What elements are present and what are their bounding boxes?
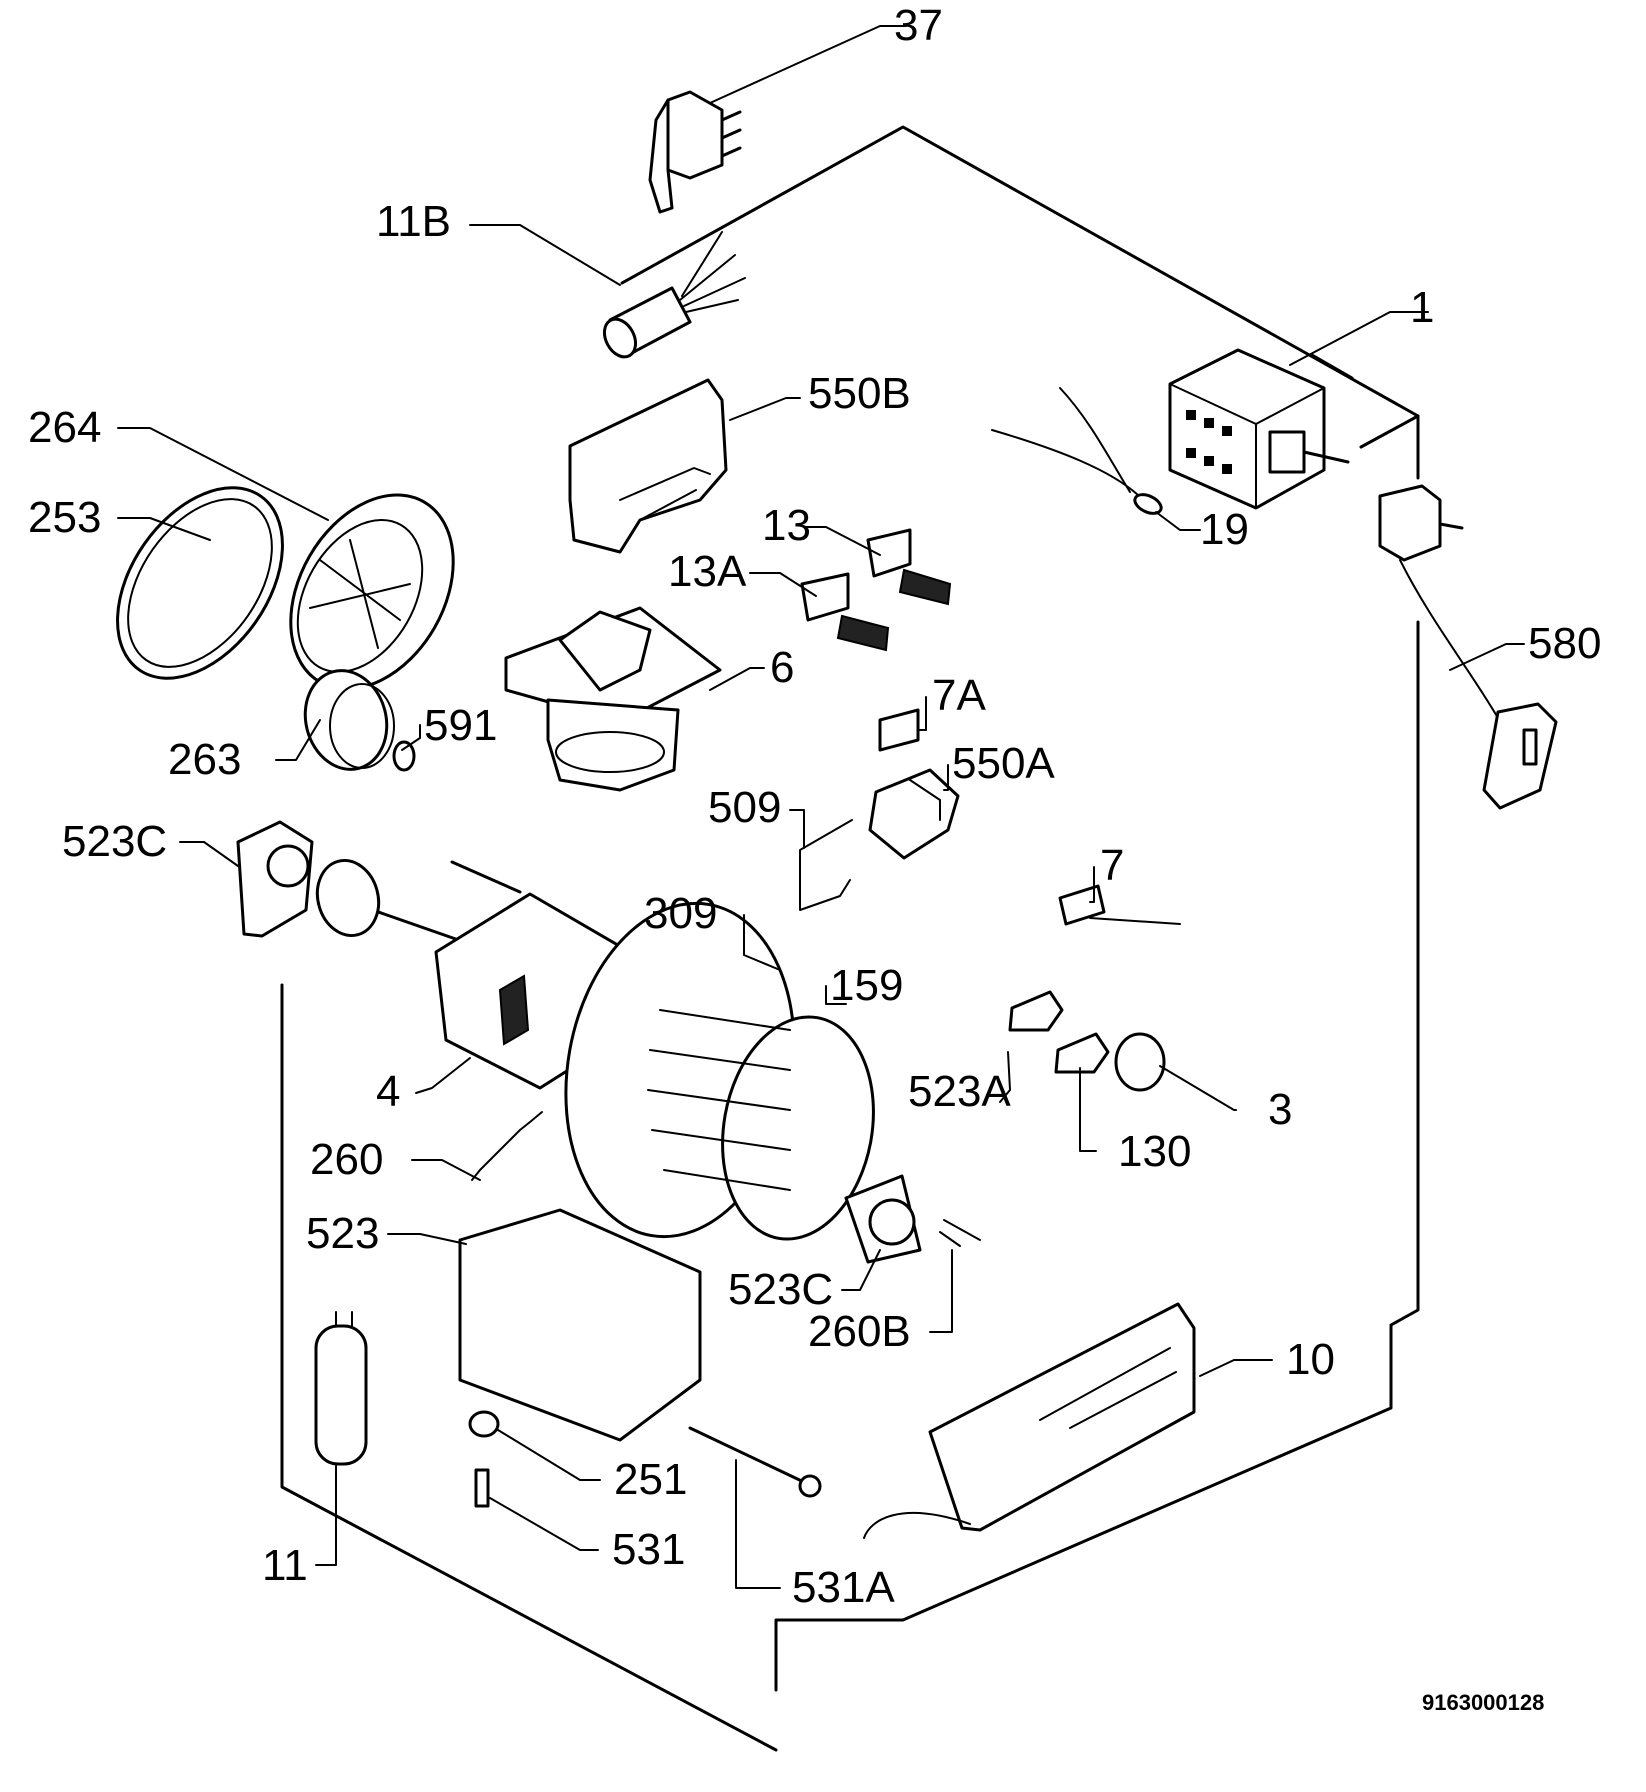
part-label-7a: 7A	[932, 671, 986, 720]
part-label-7: 7	[1100, 841, 1124, 890]
part-label-523: 523	[306, 1209, 379, 1258]
tension-spring	[471, 1111, 543, 1181]
door-switch-assembly	[1378, 484, 1558, 810]
capacitor-small	[602, 231, 746, 359]
wire-spring	[799, 819, 853, 911]
rings-and-thermostat	[1008, 990, 1166, 1092]
part-label-251: 251	[614, 1455, 687, 1504]
fan-motor-housing	[504, 606, 722, 792]
temperature-sensor	[991, 387, 1163, 515]
part-label-159: 159	[830, 961, 903, 1010]
part-label-19: 19	[1200, 505, 1249, 554]
fasteners	[468, 1410, 822, 1508]
leader-lines	[117, 25, 1525, 1589]
bearing-bracket-top	[236, 820, 314, 938]
bearing-bracket-bottom	[844, 1174, 981, 1264]
part-label-509: 509	[708, 783, 781, 832]
timer-unit	[1168, 348, 1350, 510]
drawing-reference-number: 9163000128	[1422, 1690, 1544, 1715]
duct-cover	[568, 378, 728, 554]
micro-switch-and-bracket	[868, 708, 960, 860]
pulley-and-washer	[303, 669, 416, 772]
connector-block	[648, 90, 742, 214]
part-label-264: 264	[28, 403, 101, 452]
part-label-591: 591	[424, 701, 497, 750]
drive-belt-and-fan-wheel	[116, 486, 455, 691]
part-label-550a: 550A	[952, 739, 1055, 788]
part-label-523c-bottom: 523C	[728, 1265, 833, 1314]
heater-element	[863, 1302, 1196, 1539]
part-label-13a: 13A	[668, 547, 747, 596]
motor-cradle	[458, 1208, 702, 1442]
part-label-11b: 11B	[376, 197, 451, 246]
part-label-523a: 523A	[908, 1067, 1011, 1116]
part-label-523c-top: 523C	[62, 817, 167, 866]
part-label-263: 263	[168, 735, 241, 784]
part-label-531: 531	[612, 1525, 685, 1574]
part-label-37: 37	[894, 1, 943, 50]
part-label-13: 13	[762, 501, 811, 550]
part-label-3: 3	[1268, 1085, 1292, 1134]
part-labels: 37 11B 1 550B 264 253 19 13 13A 580 6 59…	[28, 1, 1601, 1715]
part-label-580: 580	[1528, 619, 1601, 668]
part-label-4: 4	[376, 1067, 400, 1116]
part-label-253: 253	[28, 493, 101, 542]
drum-fan-assembly	[564, 901, 875, 1241]
part-label-130: 130	[1118, 1127, 1191, 1176]
part-label-531a: 531A	[792, 1563, 895, 1612]
part-label-6: 6	[770, 643, 794, 692]
part-label-309: 309	[644, 889, 717, 938]
part-label-260b: 260B	[808, 1307, 911, 1356]
part-label-10: 10	[1286, 1335, 1335, 1384]
cabinet-outline	[280, 125, 1420, 1752]
part-label-11: 11	[262, 1541, 308, 1590]
run-capacitor	[314, 1311, 368, 1466]
part-label-1: 1	[1410, 283, 1434, 332]
connector-pair	[800, 528, 952, 652]
part-label-260: 260	[310, 1135, 383, 1184]
switch-lever	[1058, 884, 1181, 926]
part-label-550b: 550B	[808, 369, 911, 418]
